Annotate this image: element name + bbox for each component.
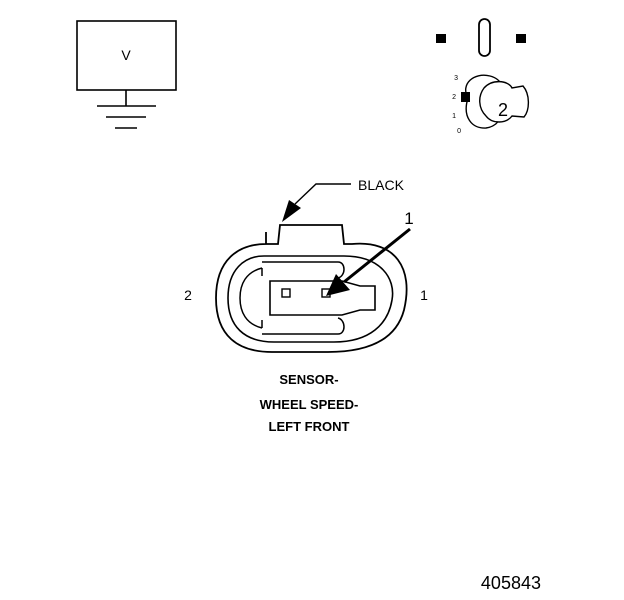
component-title: SENSOR- WHEEL SPEED- LEFT FRONT — [260, 372, 359, 434]
voltmeter-label: V — [121, 47, 131, 63]
pin-label-left: 2 — [184, 287, 192, 303]
title-line-2: WHEEL SPEED- — [260, 397, 359, 412]
callout-leader: 1 — [326, 209, 414, 296]
pin-label-right: 1 — [420, 287, 428, 303]
title-line-1: SENSOR- — [279, 372, 338, 387]
selector-mark-2: 2 — [452, 94, 456, 101]
voltmeter-symbol: V — [76, 20, 177, 129]
selector-setting-label: 2 — [498, 100, 508, 120]
blade-terminal — [269, 280, 376, 316]
housing-color-label: BLACK — [358, 177, 405, 193]
callout-number: 1 — [404, 209, 413, 228]
color-leader: BLACK — [282, 177, 405, 222]
ground-icon — [97, 90, 156, 129]
connector-outer-shell — [215, 224, 408, 353]
connector-inner-wall — [227, 255, 394, 343]
selector-knob-icon: 3 2 1 0 2 — [452, 74, 530, 135]
connector-face — [215, 224, 408, 353]
selector-mark-3: 3 — [454, 75, 458, 82]
title-line-3: LEFT FRONT — [269, 419, 350, 434]
pin-2-cavity — [281, 288, 291, 298]
figure-number: 405843 — [481, 573, 541, 593]
selector-mark-1: 1 — [452, 113, 456, 120]
selector-mark-0: 0 — [457, 128, 461, 135]
probe-pins-icon — [436, 18, 526, 57]
connector-lock-ring — [239, 267, 263, 329]
terminal-carrier — [262, 261, 345, 335]
